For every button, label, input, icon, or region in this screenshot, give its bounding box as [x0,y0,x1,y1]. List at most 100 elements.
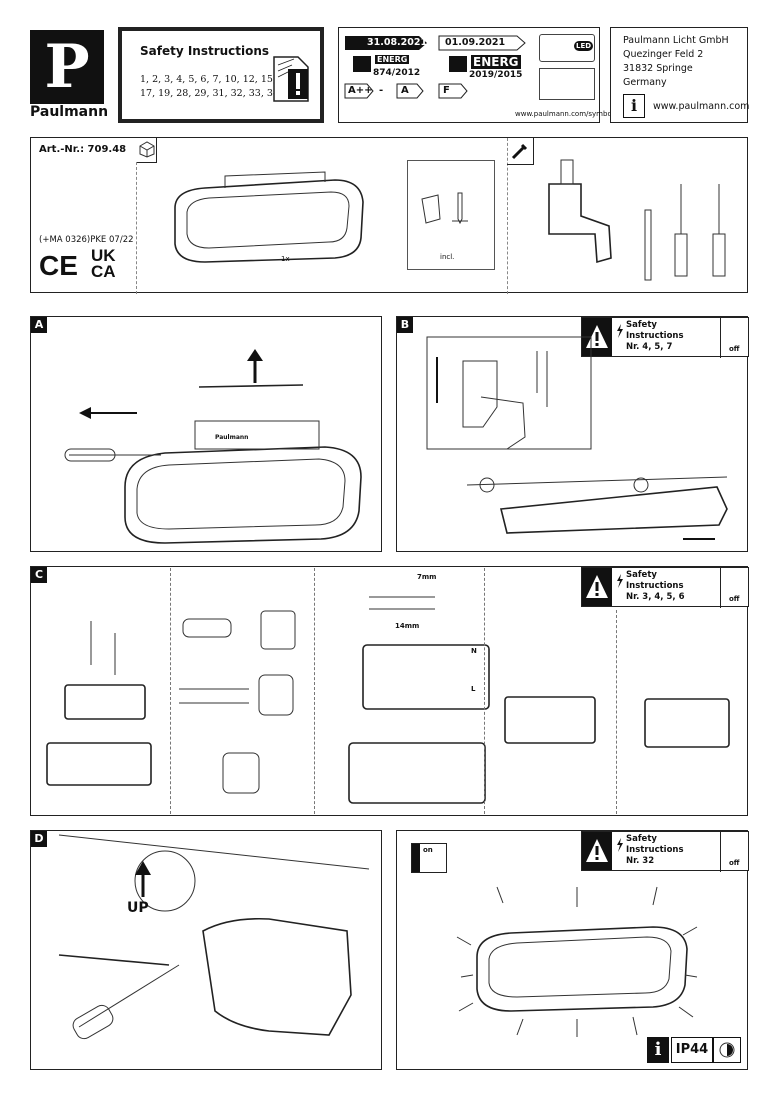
panel-c-divider-2 [314,568,315,814]
date-left: 31.08.2021 [367,37,428,48]
panel-b: B Safety Instructions Nr. 4, 5, 7 off [396,316,749,552]
document-warning-icon [273,56,309,102]
energy-label-box: 31.08.2021 01.09.2021 ENERG 874/2012 ENE… [338,27,617,123]
panel-d-illustration [58,834,370,1040]
ip-rating: IP44 [671,1037,713,1063]
panel-c-power-off-icon: off [720,568,751,608]
warning-icon [582,568,612,606]
symbols-url: www.paulmann.com/symbols [515,110,618,118]
included-screws-box: incl. [407,160,495,270]
reg-left: 874/2012 [373,68,421,78]
panel-e-off: off [729,859,740,867]
up-label: UP [127,900,149,916]
drill-and-screwdrivers-illustration [548,159,726,281]
warning-icon [582,832,612,870]
led-label: LED [574,41,594,51]
panel-e-safety-nr: Nr. 32 [626,856,655,866]
panel-c-divider-1 [170,568,171,814]
class-low: A++ [348,85,373,96]
company-website[interactable]: www.paulmann.com [653,101,750,112]
panel-c-safety-nr: Nr. 3, 4, 5, 6 [626,592,685,602]
panel-a-illustration [64,349,362,544]
panel-c-safety-title: Safety [626,570,657,580]
ce-mark: CE [39,250,78,281]
company-box: Paulmann Licht GmbH Quezinger Feld 2 318… [610,27,750,123]
panel-e-power-off-icon: off [720,832,751,872]
panel-c: C Safety Instructions Nr. 3, 4, 5, 6 off… [30,566,751,816]
warning-triangle [586,575,608,598]
strip-length-7mm: 7mm [417,573,437,581]
energ-left: ENERG [375,55,410,64]
panel-c-label: C [31,567,47,583]
company-city: 31832 Springe [623,63,693,74]
ukca-mark: UK CA [91,246,116,281]
replaceable-bulb-icon [539,68,595,100]
energ-right: ENERG [471,55,521,69]
panel-e-safety-box: Safety Instructions Nr. 32 off [581,831,751,872]
panel-c-safety-sub: Instructions [626,581,684,591]
panel-e: on Safety Instructions Nr. 32 off i IP44 [396,830,751,1070]
panel-d-label: D [31,831,47,847]
dowel-screw-icon [421,192,468,225]
reg-right: 2019/2015 [469,70,523,80]
terminal-n: N [471,647,477,655]
lightning-icon [617,324,623,338]
eu-flag-icon-right [449,56,467,72]
safety-instructions-box: Safety Instructions 1, 2, 3, 4, 5, 6, 7,… [118,27,324,123]
panel-a-label: A [31,317,47,333]
box-icon [136,138,157,163]
panel-e-safety-title: Safety [626,834,657,844]
ukca-bottom: CA [91,262,116,281]
panel-c-divider-3 [484,568,485,814]
arrow-date-right [438,35,526,51]
quantity: 1x [281,255,290,263]
dimmable-icon [713,1037,741,1063]
panel-b-safety-sub: Instructions [626,331,684,341]
panel-a-lamp-brand: Paulmann [215,434,249,441]
lightning-icon [617,838,623,852]
panel-e-safety-sub: Instructions [626,845,684,855]
eu-flag-icon-left [353,56,371,72]
info-icon: i [647,1037,669,1063]
tools-icon [507,138,534,165]
lamp-illustration [174,171,364,263]
ukca-top: UK [91,246,116,265]
class-high: A [401,85,409,96]
divider-tools [507,138,508,294]
warning-triangle [586,839,608,862]
company-country: Germany [623,77,667,88]
panel-e-lit-lamp-illustration [456,886,698,1037]
box-icon-glyph [139,141,155,158]
led-bulb-icon: LED [539,34,595,62]
power-on-label: on [423,846,433,854]
product-overview-box: Art.-Nr.: 709.48 (+MA 0326)PKE 07/22 CE … [30,137,748,294]
lightning-icon [617,574,623,588]
included-label: incl. [440,253,455,261]
article-number: Art.-Nr.: 709.48 [39,144,127,155]
product-code: (+MA 0326)PKE 07/22 [39,235,134,245]
class-arrows-icon [344,83,424,99]
safety-numbers-2: 17, 19, 28, 29, 31, 32, 33, 34 [140,88,279,99]
screwdriver-icon [511,143,528,160]
panel-a: A Paulmann [30,316,382,552]
panel-b-safety-title: Safety [626,320,657,330]
logo-letter: P [44,32,90,102]
safety-title: Safety Instructions [140,44,270,58]
class-dash: - [379,85,384,96]
company-name: Paulmann Licht GmbH [623,35,729,46]
power-on-icon: on [411,843,447,873]
divider [136,162,137,294]
panel-b-off: off [729,345,740,353]
terminal-l: L [471,685,476,693]
panel-b-safety-box: Safety Instructions Nr. 4, 5, 7 off [581,317,749,358]
panel-c-off: off [729,595,740,603]
strip-length-14mm: 14mm [395,622,420,630]
panel-b-safety-nr: Nr. 4, 5, 7 [626,342,673,352]
panel-d: D UP [30,830,382,1070]
panel-c-divider-4 [616,610,617,814]
company-street: Quezinger Feld 2 [623,49,704,60]
panel-b-illustration [426,336,728,540]
panel-c-illustration [46,596,730,804]
safety-numbers-1: 1, 2, 3, 4, 5, 6, 7, 10, 12, 15, 16, [140,74,295,85]
date-right: 01.09.2021 [445,37,506,48]
